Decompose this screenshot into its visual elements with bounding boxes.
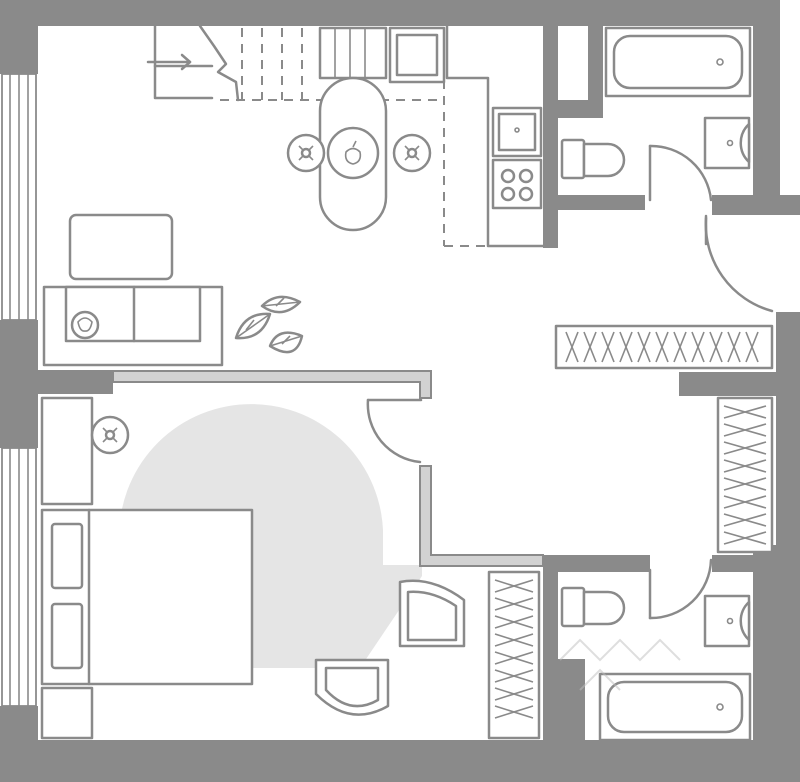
wardrobe-horizontal [554, 324, 774, 370]
sink-top [703, 116, 751, 170]
bedroom-door [366, 398, 423, 464]
dining-chair-right [392, 133, 432, 173]
toilet-top [560, 138, 626, 180]
bathroom-bottom-door [648, 558, 713, 620]
lamp-top [90, 415, 130, 455]
wardrobe-vertical [716, 396, 774, 554]
dining-chair-left [286, 133, 326, 173]
armchair-top [398, 579, 466, 648]
entrance-door [704, 214, 774, 313]
armchair-bottom [314, 658, 390, 716]
window-top [1, 73, 37, 321]
toilet-bottom [560, 586, 626, 628]
partitions [112, 370, 544, 567]
bathroom-top-door [648, 144, 713, 202]
window-bottom [1, 447, 37, 707]
sink-bottom [703, 594, 751, 648]
watermark-logo [559, 638, 681, 691]
bathtub-bottom [598, 672, 752, 742]
potted-plant [234, 295, 304, 354]
nightstand-top [40, 396, 94, 506]
interior-walls [38, 26, 776, 740]
bathtub-top [604, 26, 752, 98]
wardrobe-bedroom [487, 570, 541, 740]
dining-table [318, 76, 388, 232]
kitchen [318, 24, 545, 248]
double-bed [40, 508, 254, 686]
ottoman [68, 213, 174, 281]
nightstand-bottom [40, 686, 94, 740]
sofa [42, 285, 224, 367]
